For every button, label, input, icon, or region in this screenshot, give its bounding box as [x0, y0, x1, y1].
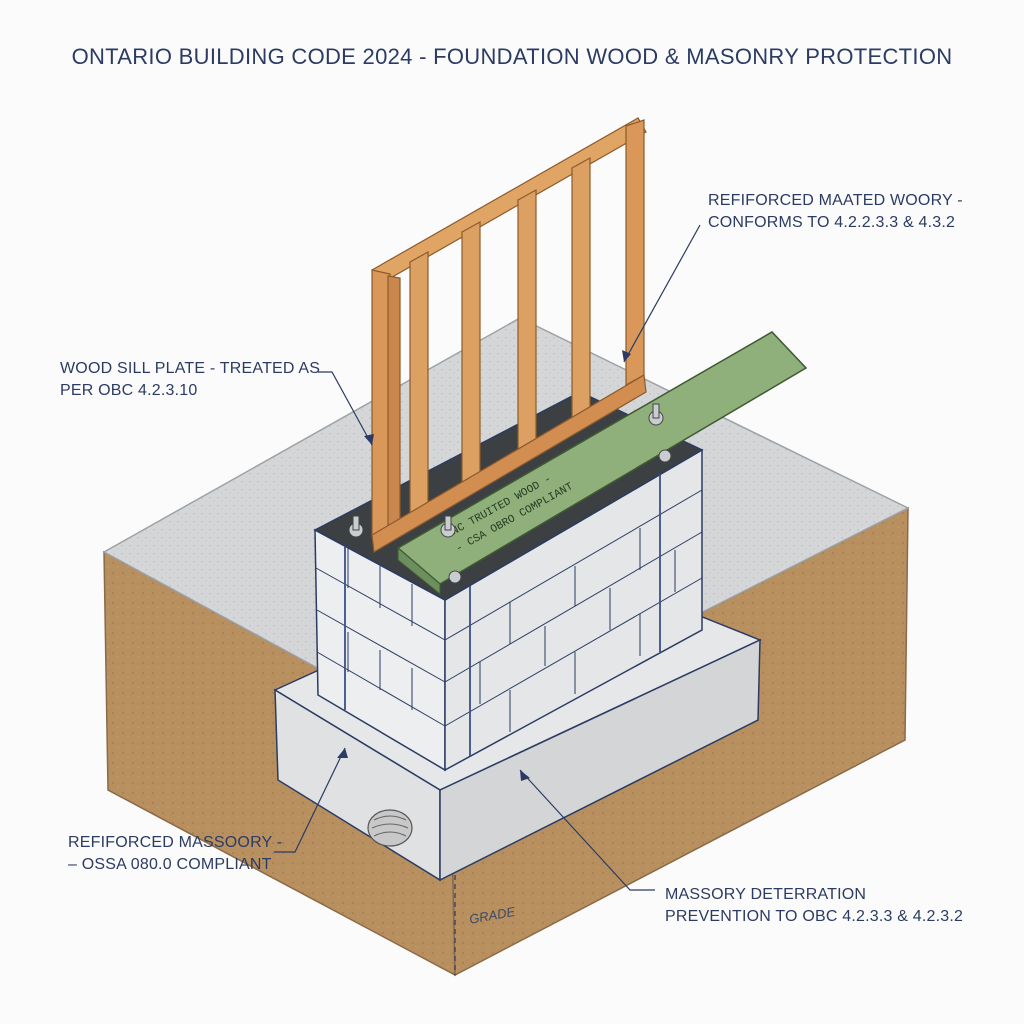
- callout-line: PREVENTION TO OBC 4.2.3.3 & 4.2.3.2: [665, 908, 964, 925]
- leader-lines: [274, 224, 701, 891]
- callout-line: MASSORY DETERRATION: [665, 886, 867, 903]
- block-joints-left: [315, 548, 446, 727]
- treated-sill-plank-side: [397, 546, 441, 596]
- callout-line: WOOD SILL PLATE - TREATED AS: [60, 360, 321, 377]
- callout-line: – OSSA 080.0 COMPLIANT: [68, 856, 272, 873]
- callout-line: REFIFORCED MASSOORY -: [68, 834, 283, 851]
- leader-arrowheads: [337, 350, 631, 781]
- callout-masonry-deterioration: MASSORY DETERRATION PREVENTION TO OBC 4.…: [665, 884, 963, 928]
- callout-line: PER OBC 4.2.3.10: [60, 382, 198, 399]
- drain-pipe-icon: [367, 809, 413, 847]
- callout-reinforced-treated-wood: REFIFORCED MAATED WOORY - CONFORMS TO 4.…: [708, 190, 963, 234]
- rebar-lines: [344, 474, 661, 756]
- diagram-title: ONTARIO BUILDING CODE 2024 - FOUNDATION …: [71, 44, 953, 69]
- footing-front-right: [439, 638, 761, 882]
- callout-reinforced-masonry: REFIFORCED MASSOORY - – OSSA 080.0 COMPL…: [68, 832, 282, 876]
- callout-line: CONFORMS TO 4.2.2.3.3 & 4.3.2: [708, 214, 956, 231]
- callout-wood-sill-plate: WOOD SILL PLATE - TREATED AS PER OBC 4.2…: [60, 358, 320, 402]
- anchor-bolt-icon: [348, 403, 672, 584]
- stud-wall-frame: [371, 117, 647, 553]
- callout-line: REFIFORCED MAATED WOORY -: [708, 192, 963, 209]
